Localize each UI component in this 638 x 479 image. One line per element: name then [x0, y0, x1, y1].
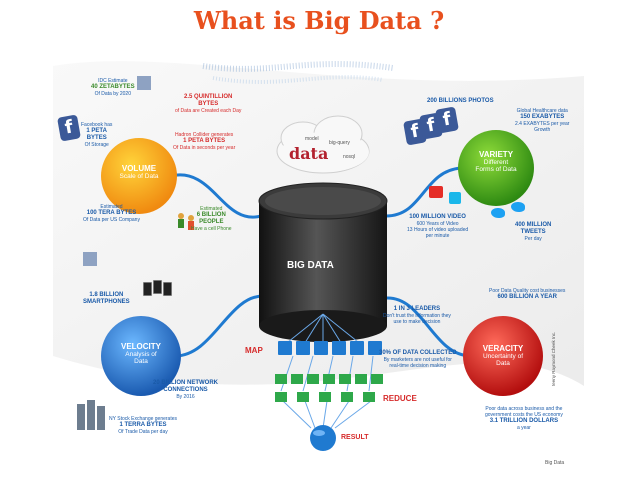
- storage-icons: [83, 76, 151, 266]
- veracity-label: VERACITY Uncertainty of Data: [471, 344, 535, 367]
- variety-fact: Global Healthcare data 150 EXABYTES 2.4 …: [515, 108, 570, 134]
- variety-label: VARIETY Different Forms of Data: [464, 150, 528, 173]
- velocity-circle: [101, 316, 181, 396]
- footer-credit: teeny Raymond Cheek Inc.: [551, 331, 556, 386]
- map-reduce-network: [275, 313, 383, 451]
- connector-variety: [384, 166, 463, 218]
- velocity-label: VELOCITY Analysis of Data: [109, 342, 173, 365]
- center-label: BIG DATA: [287, 260, 334, 271]
- connector-volume: [169, 173, 263, 219]
- cloud-word: big-query: [329, 140, 350, 146]
- map-row: [278, 341, 382, 355]
- velocity-fact: 1.8 BILLION SMARTPHONES: [83, 292, 130, 306]
- people-figures: [178, 213, 194, 230]
- map-label: MAP: [245, 346, 263, 355]
- volume-label: VOLUME Scale of Data: [107, 164, 171, 180]
- volume-sub: Scale of Data: [119, 173, 159, 180]
- map-reduce-links: [280, 313, 374, 429]
- velocity-heading: VELOCITY: [120, 342, 161, 351]
- volume-heading: VOLUME: [121, 164, 157, 173]
- variety-sub1: Different: [483, 159, 509, 166]
- cloud-word: nosql: [343, 154, 355, 160]
- veracity-heading: VERACITY: [482, 344, 524, 353]
- volume-fact: Facebook has 1 PETA BYTES Of Storage: [81, 122, 113, 149]
- connectors: [169, 166, 473, 358]
- big-data-cylinder: [258, 182, 388, 342]
- reduce-row: [275, 392, 375, 402]
- volume-fact: Hadron Collider generates 1 PETA BYTES O…: [173, 132, 236, 152]
- reduce-label: REDUCE: [383, 394, 417, 403]
- variety-fact: 100 MILLION VIDEO 600 Years of Video 13 …: [407, 214, 469, 240]
- footer-source: Big Data: [545, 460, 565, 466]
- result-label: RESULT: [341, 434, 369, 441]
- veracity-fact: 1 IN 3 LEADERS Don't trust the informati…: [383, 306, 451, 326]
- variety-sub2: Forms of Data: [475, 166, 517, 173]
- variety-circle: [458, 130, 534, 206]
- variety-heading: VARIETY: [478, 150, 514, 159]
- velocity-fact: 20 BILLION NETWORK CONNECTIONS By 2016: [153, 380, 219, 401]
- veracity-sub2: Data: [496, 360, 510, 367]
- veracity-circle: [463, 316, 543, 396]
- volume-fact: 2.5 QUINTILLION BYTES of Data are Create…: [175, 94, 242, 115]
- slide-title: What is Big Data ?: [193, 6, 445, 35]
- server-racks: [77, 400, 105, 430]
- velocity-sub2: Data: [134, 358, 148, 365]
- cloud-word-main: data: [289, 144, 329, 163]
- velocity-sub1: Analysis of: [125, 351, 157, 358]
- smartphone-icon: [143, 282, 152, 296]
- data-cloud: [276, 115, 370, 174]
- volume-circle: [101, 138, 177, 214]
- velocity-fact: NY Stock Exchange generates 1 TERRA BYTE…: [109, 416, 178, 436]
- intermediate-row: [275, 374, 383, 384]
- twitter-icon: [511, 202, 525, 212]
- veracity-fact: 30% OF DATA COLLECTED By marketers are n…: [379, 350, 457, 370]
- facebook-icon: f: [57, 114, 81, 142]
- smartphone-icon: [153, 280, 162, 294]
- veracity-fact: Poor data across business and the govern…: [485, 406, 563, 432]
- volume-fact: IDC Estimate 40 ZETABYTES Of Data by 202…: [91, 78, 135, 98]
- variety-fact: 400 MILLION TWEETS Per day: [515, 222, 552, 243]
- variety-fact: 200 BILLIONS PHOTOS: [427, 98, 494, 104]
- binary-stream: [202, 61, 394, 84]
- veracity-sub1: Uncertainty of: [482, 353, 524, 360]
- facebook-icon: f: [435, 106, 459, 134]
- result-node: [310, 425, 336, 451]
- vimeo-icon: [449, 192, 461, 204]
- volume-fact: Estimated 6 BILLION PEOPLE Have a cell P…: [191, 206, 232, 233]
- infographic-poster: data big-query model nosql BIG DATA VOLU…: [53, 56, 584, 479]
- diagram-graphics: [53, 61, 584, 451]
- twitter-icon: [491, 208, 505, 218]
- veracity-fact: Poor Data Quality cost businesses 600 BI…: [489, 288, 566, 300]
- cloud-word: model: [305, 136, 319, 142]
- youtube-icon: [429, 186, 443, 198]
- connector-veracity: [384, 296, 473, 358]
- smartphone-icon: [163, 282, 172, 296]
- volume-fact: Estimated 100 TERA BYTES Of Data per US …: [83, 204, 140, 224]
- connector-velocity: [173, 294, 265, 358]
